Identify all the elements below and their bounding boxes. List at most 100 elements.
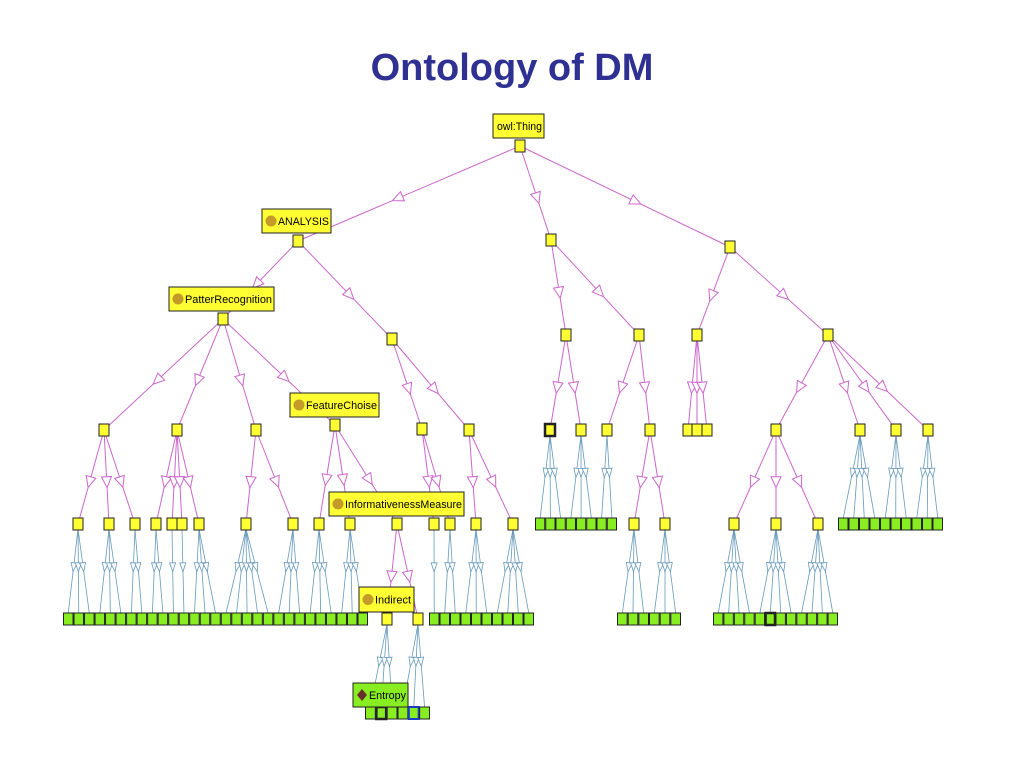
- instance-node[interactable]: [859, 517, 870, 531]
- class-node[interactable]: [812, 517, 824, 531]
- instance-node[interactable]: [220, 612, 232, 626]
- instance-node[interactable]: [649, 612, 660, 626]
- class-node[interactable]: [922, 423, 934, 437]
- instance-node[interactable]: [357, 612, 368, 626]
- class-node[interactable]: [386, 332, 398, 346]
- node-label-feature-choise[interactable]: FeatureChoise: [289, 392, 380, 418]
- instance-node[interactable]: [922, 517, 933, 531]
- class-node[interactable]: [770, 517, 782, 531]
- instance-node[interactable]: [848, 517, 859, 531]
- class-node[interactable]: [171, 423, 183, 437]
- class-node[interactable]: [890, 423, 902, 437]
- instance-node[interactable]: [115, 612, 127, 626]
- instance-node[interactable]: [617, 612, 628, 626]
- instance-node[interactable]: [513, 612, 524, 626]
- class-node[interactable]: [391, 517, 403, 531]
- instance-node[interactable]: [147, 612, 158, 626]
- instance-node[interactable]: [796, 612, 807, 626]
- class-node[interactable]: [822, 328, 834, 342]
- instance-node[interactable]: [375, 705, 388, 721]
- class-node[interactable]: [724, 240, 736, 254]
- class-node[interactable]: [240, 517, 252, 531]
- instance-node[interactable]: [523, 612, 534, 626]
- instance-node[interactable]: [189, 612, 200, 626]
- instance-node[interactable]: [817, 612, 828, 626]
- instance-node[interactable]: [304, 612, 316, 626]
- instance-node[interactable]: [346, 612, 358, 626]
- instance-node[interactable]: [806, 612, 818, 626]
- instance-node[interactable]: [210, 612, 221, 626]
- instance-node[interactable]: [586, 517, 597, 531]
- class-node[interactable]: [575, 423, 587, 437]
- class-node[interactable]: [543, 422, 557, 438]
- class-node[interactable]: [166, 517, 178, 531]
- instance-node[interactable]: [73, 612, 85, 626]
- instance-node[interactable]: [397, 706, 409, 720]
- class-node[interactable]: [514, 139, 526, 153]
- class-node[interactable]: [217, 312, 229, 326]
- class-node[interactable]: [770, 423, 782, 437]
- instance-node[interactable]: [231, 612, 242, 626]
- instance-node[interactable]: [325, 612, 337, 626]
- instance-node[interactable]: [713, 612, 724, 626]
- class-node[interactable]: [250, 423, 262, 437]
- class-node[interactable]: [344, 517, 356, 531]
- class-node[interactable]: [98, 423, 110, 437]
- instance-node[interactable]: [492, 612, 503, 626]
- instance-node[interactable]: [838, 517, 849, 531]
- instance-node[interactable]: [785, 612, 797, 626]
- class-node[interactable]: [560, 328, 572, 342]
- instance-node[interactable]: [273, 612, 284, 626]
- instance-node[interactable]: [84, 612, 95, 626]
- instance-node[interactable]: [723, 612, 734, 626]
- instance-node[interactable]: [775, 612, 786, 626]
- class-node[interactable]: [428, 517, 440, 531]
- instance-node[interactable]: [911, 517, 922, 531]
- class-node[interactable]: [412, 612, 424, 626]
- class-node[interactable]: [691, 328, 703, 342]
- class-node[interactable]: [545, 233, 557, 247]
- class-node[interactable]: [313, 517, 325, 531]
- instance-node[interactable]: [932, 517, 943, 531]
- class-node[interactable]: [701, 423, 713, 437]
- class-node[interactable]: [444, 517, 456, 531]
- instance-node[interactable]: [471, 612, 482, 626]
- class-node[interactable]: [470, 517, 482, 531]
- instance-node[interactable]: [576, 517, 587, 531]
- class-node[interactable]: [292, 234, 304, 248]
- instance-node[interactable]: [535, 517, 546, 531]
- instance-node[interactable]: [386, 706, 398, 720]
- node-label-informativeness-measure[interactable]: InformativenessMeasure: [328, 491, 465, 517]
- node-label-pattern-recognition[interactable]: PatterRecognition: [168, 286, 275, 312]
- instance-node[interactable]: [901, 517, 912, 531]
- node-label-indirect[interactable]: Indirect: [358, 586, 415, 613]
- instance-node[interactable]: [315, 612, 326, 626]
- class-node[interactable]: [659, 517, 671, 531]
- node-label-entropy[interactable]: Entropy: [352, 682, 409, 708]
- instance-node[interactable]: [294, 612, 305, 626]
- instance-node[interactable]: [764, 611, 777, 627]
- instance-node[interactable]: [869, 517, 880, 531]
- instance-node[interactable]: [199, 612, 211, 626]
- class-node[interactable]: [854, 423, 866, 437]
- instance-node[interactable]: [252, 612, 263, 626]
- instance-node[interactable]: [365, 706, 376, 720]
- instance-node[interactable]: [168, 612, 179, 626]
- class-node[interactable]: [601, 423, 613, 437]
- instance-node[interactable]: [555, 517, 566, 531]
- class-node[interactable]: [329, 418, 341, 432]
- instance-node[interactable]: [419, 706, 430, 720]
- class-node[interactable]: [644, 423, 656, 437]
- class-node[interactable]: [150, 517, 162, 531]
- class-node[interactable]: [728, 517, 740, 531]
- instance-node[interactable]: [178, 612, 190, 626]
- class-node[interactable]: [193, 517, 205, 531]
- instance-node[interactable]: [481, 612, 492, 626]
- instance-node[interactable]: [627, 612, 639, 626]
- instance-node[interactable]: [890, 517, 901, 531]
- class-node[interactable]: [463, 423, 475, 437]
- instance-node[interactable]: [502, 612, 513, 626]
- instance-node[interactable]: [439, 612, 450, 626]
- class-node[interactable]: [628, 517, 640, 531]
- instance-node[interactable]: [336, 612, 347, 626]
